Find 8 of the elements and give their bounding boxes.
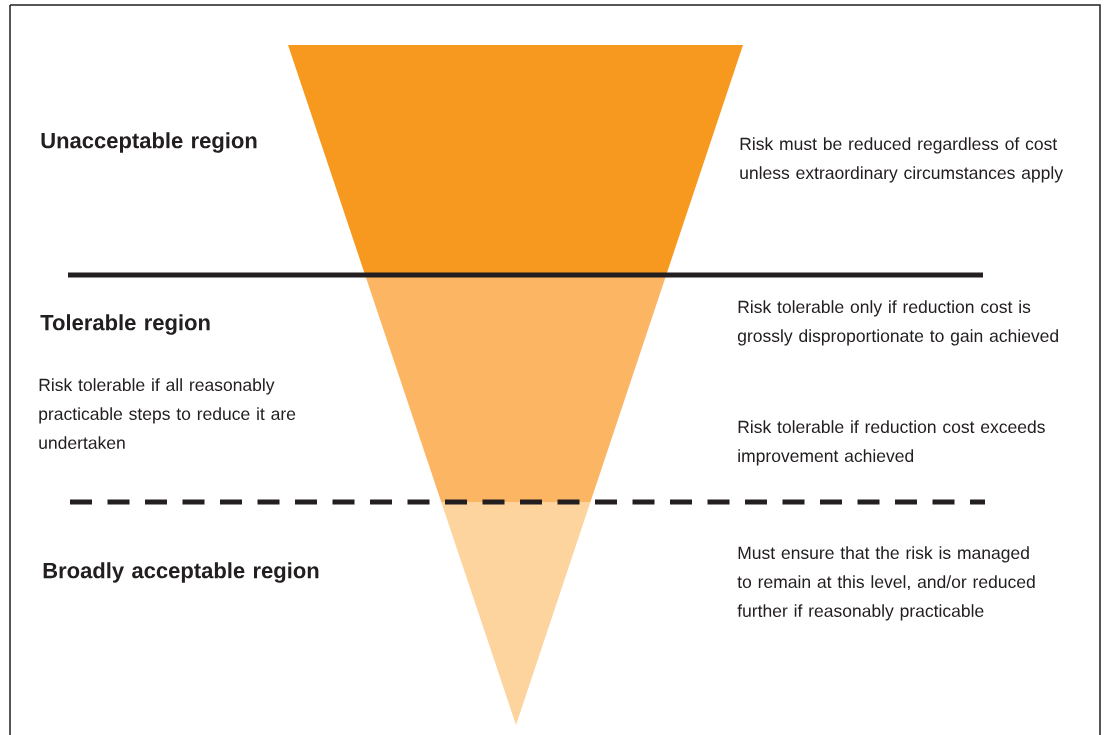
description-text: Risk must be reduced regardless of cost unless extraordinary circumstances apply bbox=[740, 137, 1063, 183]
region-heading: Unacceptable region bbox=[41, 132, 257, 153]
description-text: Must ensure that the risk is managed to remain at this level, and/or reduced further if reasonably practicable bbox=[737, 546, 1035, 621]
description-text: Risk tolerable if all reasonably practicable steps to reduce it are undertaken bbox=[39, 378, 296, 450]
region-heading: Broadly acceptable region bbox=[43, 562, 319, 583]
description-text: Risk tolerable if reduction cost exceeds improvement achieved bbox=[738, 420, 1045, 466]
description-text: Risk tolerable only if reduction cost is grossly disproportionate to gain achieved bbox=[737, 300, 1058, 346]
region-heading: Tolerable region bbox=[40, 314, 210, 335]
